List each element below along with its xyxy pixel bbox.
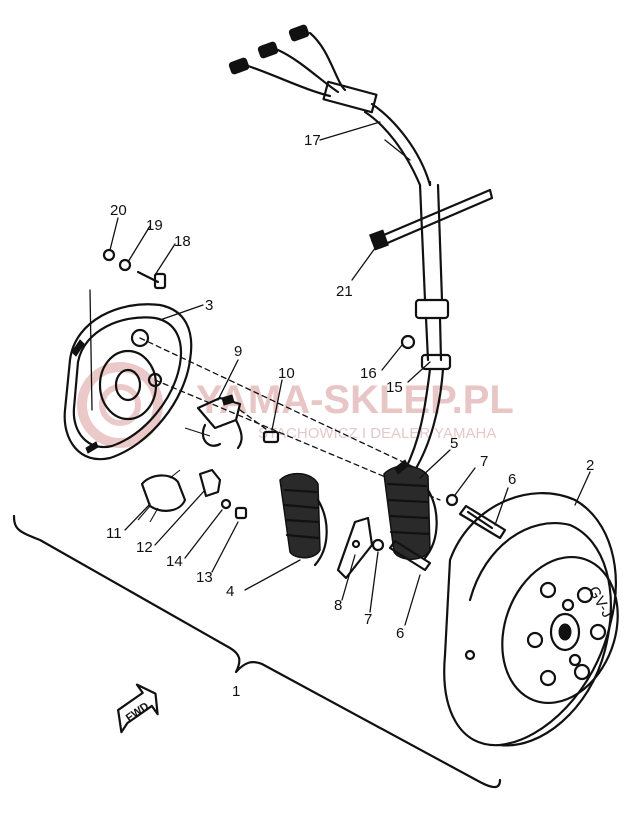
callout-4: 4 [226,583,234,600]
screw-washer-set [102,248,167,290]
ignition-coil [383,459,438,560]
flywheel-rotor: GV-J [443,492,619,747]
callout-20: 20 [110,202,127,219]
lubricator [198,468,248,520]
callout-10: 10 [278,365,295,382]
callout-13: 13 [196,569,213,586]
coil-screws [371,493,507,572]
leader-lines [109,121,591,626]
coil-bracket [336,516,374,580]
callout-8: 8 [334,597,342,614]
callout-6a: 6 [508,471,516,488]
callout-7a: 7 [480,453,488,470]
callout-14: 14 [166,553,183,570]
callout-21: 21 [336,283,353,300]
fwd-arrow: FWD [117,683,159,734]
callout-18: 18 [174,233,191,250]
breaker-screw [262,430,280,444]
callout-17: 17 [304,132,321,149]
callout-1: 1 [232,683,240,700]
condenser [137,469,187,523]
callout-6b: 6 [396,625,404,642]
alignment-lines [139,337,441,501]
assembly-bracket [12,514,502,789]
callout-16: 16 [360,365,377,382]
callout-11: 11 [106,525,122,542]
callout-5: 5 [450,435,458,452]
callout-7b: 7 [364,611,372,628]
watermark-logo [77,362,163,448]
harness-clamp [400,298,452,472]
callout-12: 12 [136,539,153,556]
watermark-sub-text: STACHOWICZ I DEALER YAMAHA [258,425,496,442]
callout-9: 9 [234,343,242,360]
callout-3: 3 [205,297,213,314]
stator-base-plate [63,289,193,461]
watermark-main-text: YAMA-SKLEP.PL [196,378,514,422]
callout-numbers: 20 19 18 3 17 21 16 15 9 10 5 7 6 2 11 1… [106,132,594,700]
contact-breaker [184,394,243,450]
watermark: YAMA-SKLEP.PL STACHOWICZ I DEALER YAMAHA [77,362,514,448]
charging-coil [279,472,328,567]
wire-harness [228,24,444,302]
callout-2: 2 [586,457,594,474]
wire-grommet-strip [369,188,494,251]
callout-19: 19 [146,217,163,234]
callout-15: 15 [386,379,403,396]
